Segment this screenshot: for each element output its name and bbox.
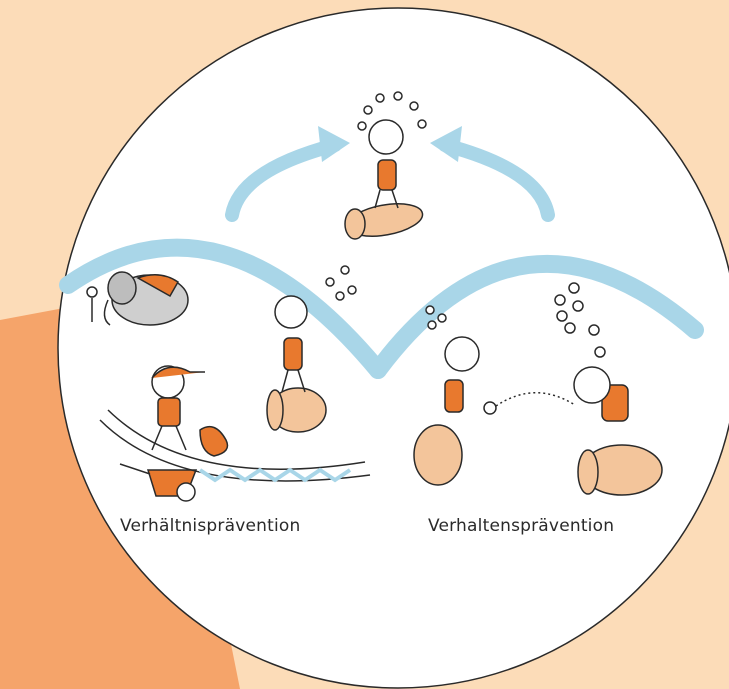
big-arc-left bbox=[59, 238, 387, 379]
top-juggler-figure bbox=[344, 91, 427, 240]
circus-ring bbox=[99, 409, 371, 483]
arrowhead-right-icon bbox=[430, 126, 462, 162]
arrow-right-to-top bbox=[438, 138, 555, 222]
arrows-group bbox=[59, 138, 704, 379]
right-juggler-figure-2 bbox=[554, 282, 663, 496]
worker-figure bbox=[119, 365, 229, 502]
elephant-figure bbox=[86, 271, 189, 326]
arrow-left-to-top bbox=[225, 138, 342, 222]
left-juggler-figure bbox=[266, 265, 357, 433]
arrowhead-left-icon bbox=[318, 126, 350, 162]
right-juggler-figure-1 bbox=[413, 305, 576, 486]
big-arc-right bbox=[369, 254, 704, 379]
label-verhaltenspraevention: Verhaltensprävention bbox=[428, 516, 615, 536]
label-verhaeltnispraevention: Verhältnisprävention bbox=[120, 516, 301, 536]
